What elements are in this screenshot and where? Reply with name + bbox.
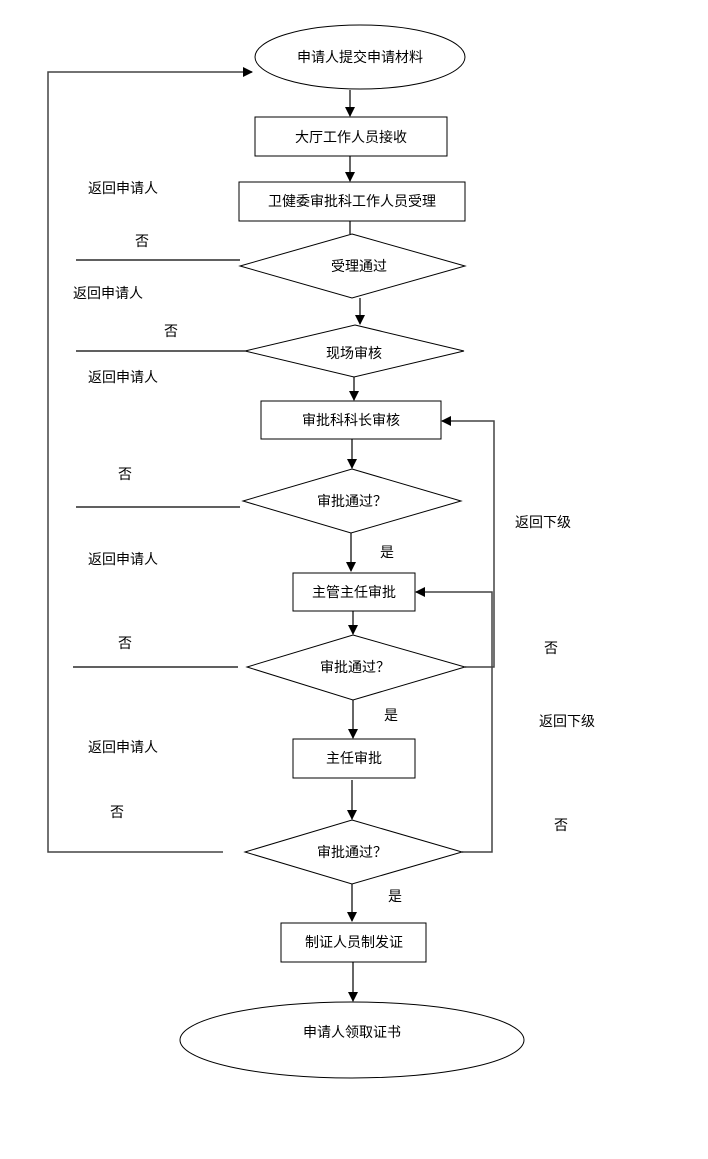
yes-label: 是	[388, 889, 402, 905]
node-label: 卫健委审批科工作人员受理	[268, 194, 436, 210]
return-applicant-label: 返回申请人	[88, 552, 158, 568]
node-label: 申请人提交申请材料	[297, 49, 423, 66]
node-label: 主管主任审批	[312, 585, 396, 601]
return-lower-line	[441, 416, 495, 668]
decision-2: 审批通过？	[245, 634, 467, 701]
decision-3: 审批通过？	[243, 819, 464, 885]
return-lower-line	[415, 587, 493, 853]
return-lower-label: 返回下级	[539, 714, 595, 730]
decision-accept-pass: 受理通过	[238, 233, 467, 299]
node-label: 审批通过？	[317, 494, 387, 510]
node-label: 大厅工作人员接收	[295, 129, 407, 146]
node-label: 受理通过	[331, 259, 387, 275]
no-label: 否	[135, 234, 149, 250]
return-lower-label: 返回下级	[515, 515, 571, 531]
no-label: 否	[118, 467, 132, 483]
yes-label: 是	[384, 708, 398, 724]
no-label: 否	[554, 818, 568, 834]
no-label: 否	[164, 324, 178, 340]
connectors	[47, 67, 495, 1002]
return-loop-line	[47, 67, 253, 853]
node-label: 审批通过？	[317, 845, 387, 861]
decision-onsite-review: 现场审核	[244, 324, 465, 378]
no-label: 否	[118, 636, 132, 652]
node-label: 主任审批	[326, 751, 382, 767]
edge-labels: 返回申请人 返回申请人 返回申请人 返回申请人 返回申请人 否 否 否 否 否 …	[73, 181, 595, 905]
yes-label: 是	[380, 545, 394, 561]
node-director-supervisor: 主管主任审批	[292, 572, 416, 612]
return-applicant-label: 返回申请人	[88, 740, 158, 756]
decision-1: 审批通过？	[241, 468, 463, 534]
node-label: 制证人员制发证	[305, 935, 403, 951]
node-label: 申请人领取证书	[303, 1025, 401, 1041]
node-label: 审批通过？	[320, 660, 390, 676]
node-staff-accept: 卫健委审批科工作人员受理	[238, 181, 466, 222]
node-end: 申请人领取证书	[179, 1001, 525, 1079]
return-applicant-label: 返回申请人	[88, 181, 158, 197]
node-label: 现场审核	[326, 346, 382, 362]
node-director: 主任审批	[292, 738, 416, 779]
node-chief-review: 审批科科长审核	[260, 400, 442, 440]
node-issue-cert: 制证人员制发证	[280, 922, 427, 963]
node-label: 审批科科长审核	[302, 413, 400, 429]
node-start: 申请人提交申请材料	[254, 24, 466, 90]
no-label: 否	[544, 641, 558, 657]
node-hall-receive: 大厅工作人员接收	[254, 116, 448, 157]
return-applicant-label: 返回申请人	[88, 370, 158, 386]
return-applicant-label: 返回申请人	[73, 286, 143, 302]
no-label: 否	[110, 805, 124, 821]
